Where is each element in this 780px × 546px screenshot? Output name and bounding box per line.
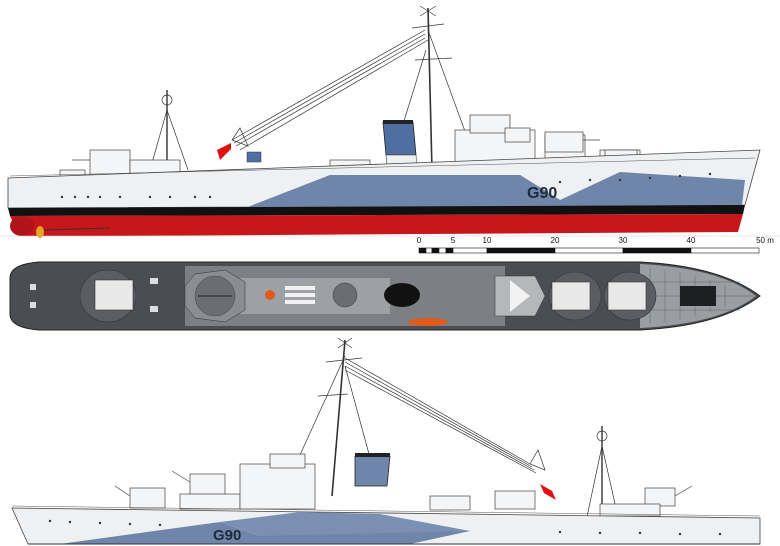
- ship-profile-starboard: G90: [0, 5, 780, 238]
- funnel: [354, 453, 391, 487]
- pennant-number-bottom: G90: [213, 527, 241, 544]
- scale-tick-10: 10: [482, 236, 492, 245]
- propeller-icon: [36, 226, 111, 238]
- scale-tick-50: 50 m: [756, 236, 774, 245]
- scale-tick-5: 5: [450, 236, 456, 245]
- funnel-top: [384, 283, 420, 307]
- ensign-flag: [540, 484, 556, 500]
- aa-platform: [184, 269, 246, 323]
- ship-plan-view: [9, 261, 761, 331]
- scale-tick-40: 40: [686, 236, 696, 245]
- scale-bar: 0 5 10 20 30 40 50 m: [410, 236, 780, 258]
- scale-tick-0: 0: [416, 236, 422, 245]
- pennant-number-top: G90: [527, 185, 557, 202]
- ensign-flag: [217, 143, 231, 160]
- scale-tick-30: 30: [618, 236, 628, 245]
- scale-tick-20: 20: [550, 236, 560, 245]
- ship-profile-port: G90: [11, 337, 761, 545]
- ships-boat: [408, 318, 448, 326]
